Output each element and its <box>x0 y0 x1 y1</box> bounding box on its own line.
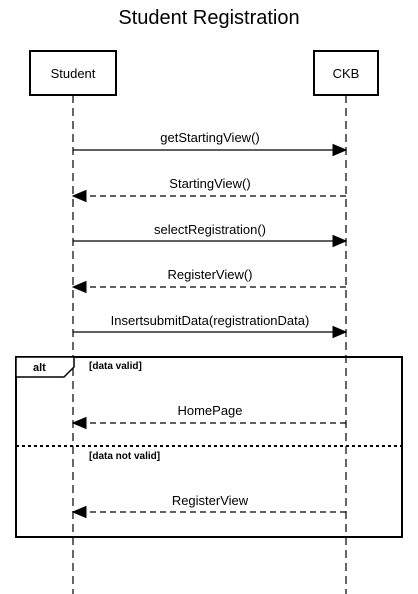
arrow-right-icon <box>332 325 348 339</box>
participant-ckb-label: CKB <box>333 66 360 81</box>
arrow-right-icon <box>332 234 348 248</box>
message-home-page[interactable]: HomePage <box>71 403 346 430</box>
alt-frame-tag <box>15 356 75 378</box>
guard-data-not-valid: [data not valid] <box>89 451 160 462</box>
arrow-left-icon <box>71 505 87 519</box>
message-label: HomePage <box>177 403 242 418</box>
message-get-starting-view[interactable]: getStartingView() <box>73 130 348 157</box>
arrow-left-icon <box>71 189 87 203</box>
message-label: RegisterView <box>172 493 249 508</box>
message-register-view-invalid[interactable]: RegisterView <box>71 493 346 519</box>
participant-student[interactable]: Student <box>29 50 117 96</box>
guard-data-valid: [data valid] <box>89 361 142 372</box>
message-starting-view[interactable]: StartingView() <box>71 176 346 203</box>
message-label: selectRegistration() <box>154 222 266 237</box>
message-label: getStartingView() <box>160 130 259 145</box>
message-register-view[interactable]: RegisterView() <box>71 267 346 294</box>
alt-frame: alt [data valid] [data not valid] <box>15 356 403 538</box>
message-select-registration[interactable]: selectRegistration() <box>73 222 348 248</box>
message-label: RegisterView() <box>167 267 252 282</box>
arrow-right-icon <box>332 143 348 157</box>
message-insert-submit-data[interactable]: InsertsubmitData(registrationData) <box>73 313 348 339</box>
participant-student-label: Student <box>51 66 96 81</box>
arrow-left-icon <box>71 280 87 294</box>
alt-frame-tag-label: alt <box>33 362 46 374</box>
message-label: InsertsubmitData(registrationData) <box>111 313 310 328</box>
arrow-left-icon <box>71 416 87 430</box>
message-label: StartingView() <box>169 176 250 191</box>
diagram-title: Student Registration <box>118 7 299 29</box>
participant-ckb[interactable]: CKB <box>313 50 379 96</box>
